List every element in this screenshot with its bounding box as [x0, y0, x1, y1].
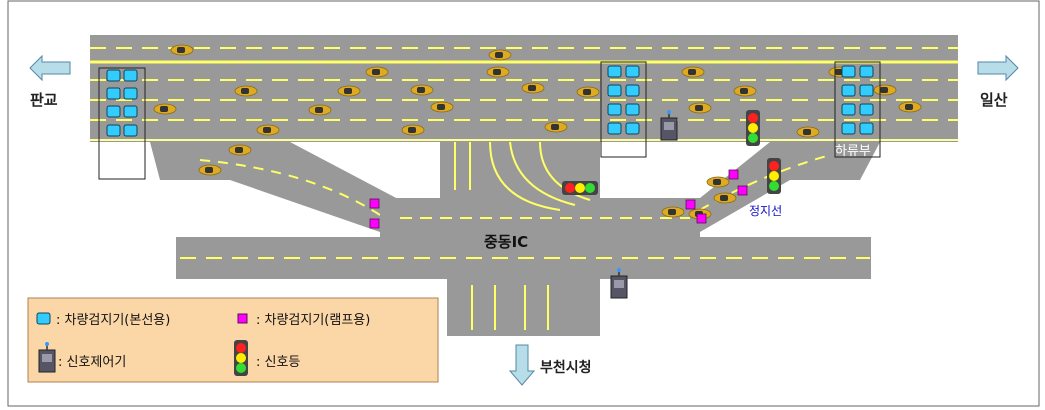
- legend-detector-main: : 차량검지기(본선용): [56, 313, 170, 328]
- label-downstream: 하류부: [835, 144, 871, 159]
- signal-ramp-icon: [746, 110, 760, 146]
- intersection-markings: [180, 141, 870, 330]
- road-south: [447, 279, 600, 336]
- label-upstream: 상류부: [99, 150, 135, 165]
- ramp-markings: [199, 154, 831, 216]
- detector-group-downstream: [834, 61, 881, 158]
- legend: : 차량검지기(본선용) : 차량검지기(램프용) : 신호제어기 : 신호등: [27, 297, 439, 383]
- ramp-detectors: [369, 169, 748, 229]
- legend-signal-icon: [234, 340, 248, 376]
- label-down-direction: 부천시청: [540, 360, 592, 376]
- label-right-direction: 일산: [980, 91, 1008, 109]
- legend-detector-ramp-icon: [237, 313, 248, 324]
- signal-ramp2-icon: [767, 158, 781, 194]
- legend-signal: : 신호등: [256, 355, 300, 370]
- lane-markings: [90, 47, 958, 121]
- label-intersection: 중동IC: [484, 233, 528, 251]
- detector-group-main: [600, 61, 647, 158]
- arrow-left-icon: [29, 54, 71, 82]
- legend-detector-ramp: : 차량검지기(램프용): [256, 313, 370, 328]
- arrow-down-icon: [508, 344, 536, 386]
- label-main: 본선: [609, 144, 633, 159]
- diagram-frame: [7, 0, 1040, 407]
- signal-intersection-icon: [562, 181, 598, 195]
- arrow-right-icon: [977, 54, 1019, 82]
- legend-detector-main-icon: [36, 312, 51, 325]
- label-left-direction: 판교: [30, 91, 58, 109]
- ramp-upstream: [150, 142, 400, 232]
- detector-group-upstream: [98, 67, 146, 180]
- label-stop-line: 정지선: [749, 204, 782, 218]
- legend-controller: : 신호제어기: [58, 355, 126, 370]
